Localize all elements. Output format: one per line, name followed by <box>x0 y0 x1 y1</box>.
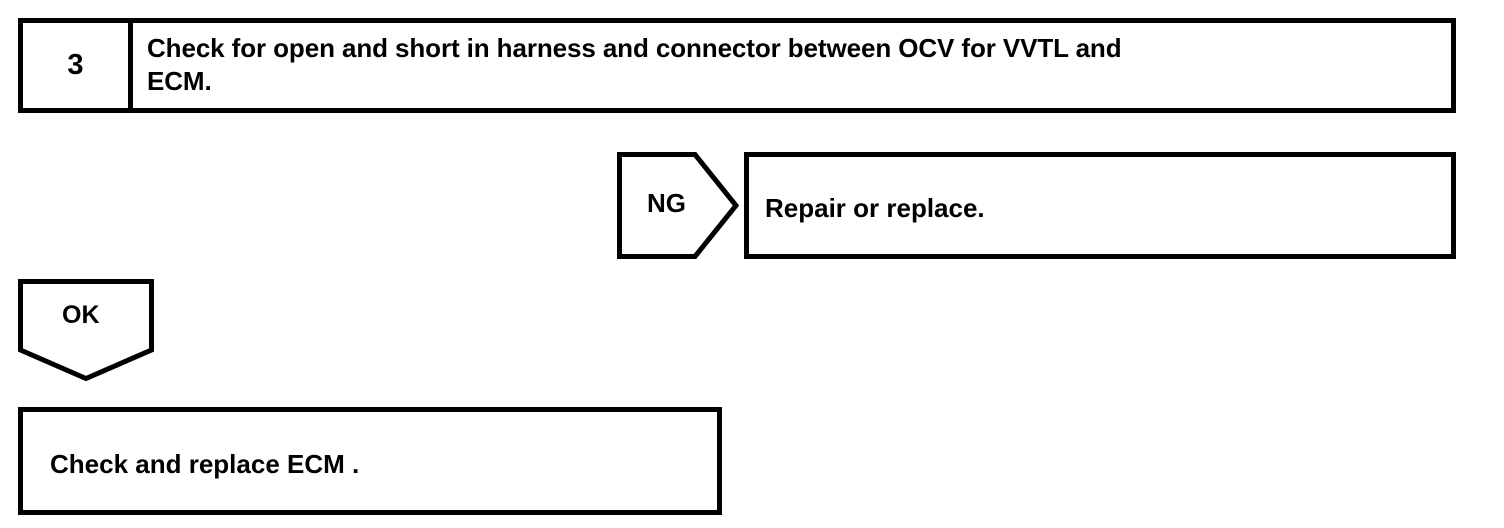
ng-branch-label: NG <box>647 188 686 218</box>
step-description-cell: Check for open and short in harness and … <box>133 23 1451 108</box>
step-row: 3 Check for open and short in harness an… <box>18 18 1456 113</box>
ng-result-label: Repair or replace. <box>765 193 985 223</box>
pentagon-down-icon <box>18 279 154 381</box>
step-number-cell: 3 <box>23 23 133 108</box>
ok-result-label: Check and replace ECM . <box>50 449 360 479</box>
ok-branch-arrow-shape <box>18 279 154 381</box>
step-number: 3 <box>67 49 84 81</box>
ok-branch-label: OK <box>62 301 100 329</box>
ng-result-box: Repair or replace. <box>744 152 1456 259</box>
ng-branch-arrow-shape <box>617 152 739 259</box>
ok-result-box: Check and replace ECM . <box>18 407 722 515</box>
pentagon-right-icon <box>617 152 739 259</box>
step-description: Check for open and short in harness and … <box>147 33 1122 96</box>
